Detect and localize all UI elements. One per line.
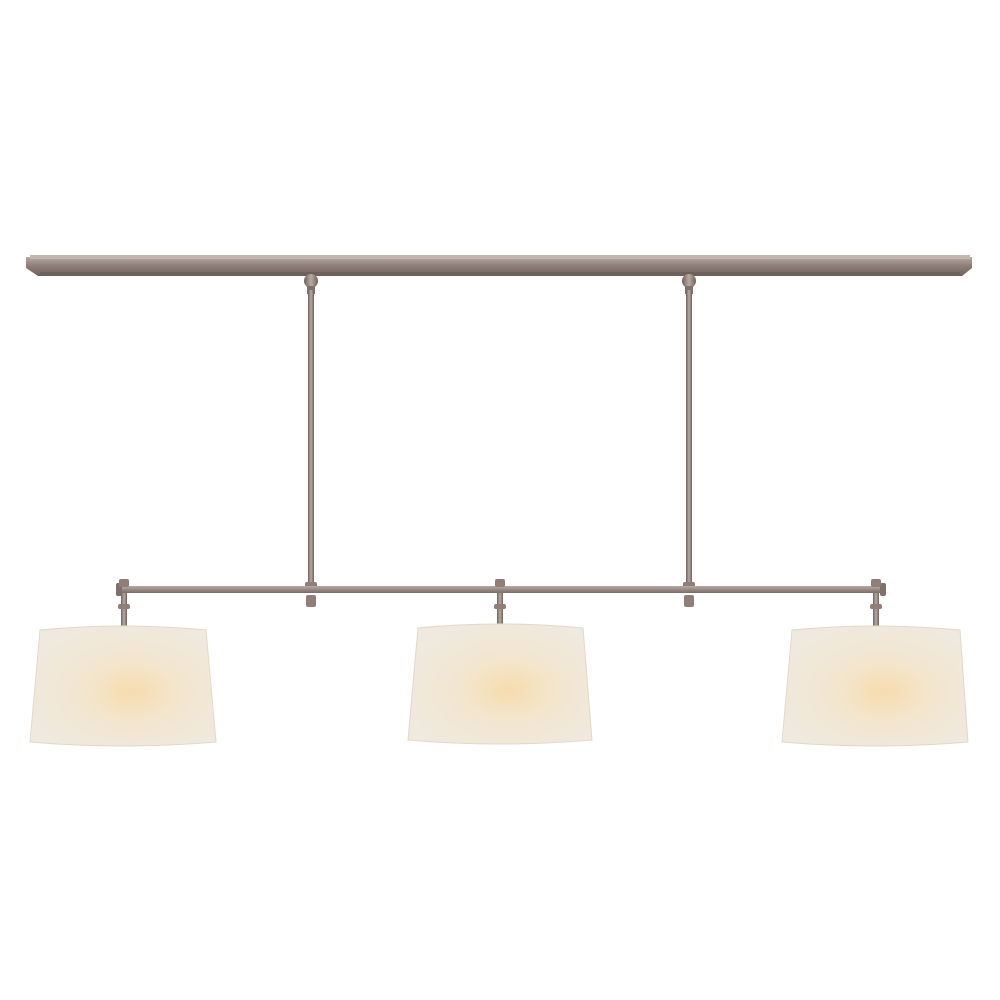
crossbar [116, 583, 886, 596]
lamp-shade-left [29, 625, 217, 747]
lamp-shade-center [407, 623, 593, 745]
lamp-stem-center [494, 579, 506, 629]
lamp-shade-right [781, 625, 969, 747]
lamp-stem-left [118, 579, 130, 629]
drop-rod-right [682, 274, 696, 607]
lamp-stem-right [870, 579, 882, 629]
ceiling-canopy [26, 255, 972, 276]
drop-rod-left [304, 274, 318, 607]
